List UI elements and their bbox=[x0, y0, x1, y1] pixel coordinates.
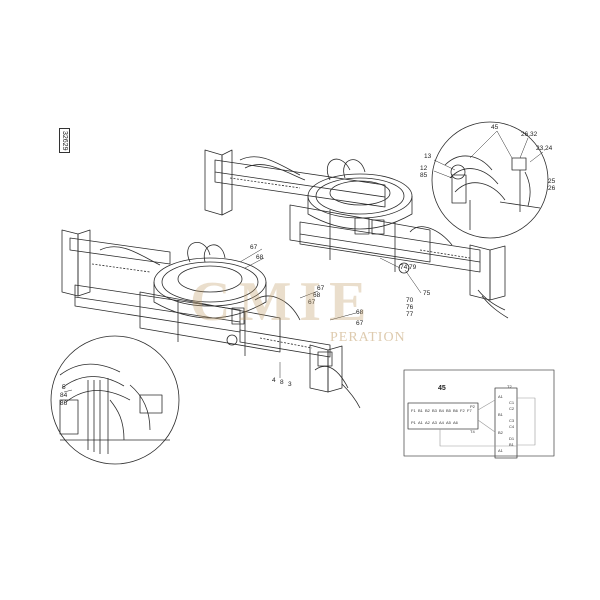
callout-25: 25 bbox=[548, 178, 556, 185]
schematic-label-t2: T2 bbox=[507, 384, 512, 389]
callout-76: 76 bbox=[406, 304, 414, 311]
callout-85-top: 85 bbox=[420, 172, 428, 179]
upper-frame-assembly bbox=[204, 149, 509, 319]
callout-67-d: 67 bbox=[356, 320, 364, 327]
callout-70: 70 bbox=[406, 297, 414, 304]
callout-4: 4 bbox=[272, 377, 276, 384]
callout-77: 77 bbox=[406, 311, 414, 318]
schematic-pin-top: B6 bbox=[453, 408, 458, 413]
schematic-pin-right: C3 bbox=[509, 418, 515, 423]
callout-12: 12 bbox=[420, 165, 428, 172]
drawing-id: 32629 bbox=[59, 128, 70, 154]
schematic-pin-bottom: P1 bbox=[411, 420, 416, 425]
callout-13: 13 bbox=[424, 153, 432, 160]
lower-frame-assembly bbox=[61, 229, 361, 409]
watermark-subtext: PERATION bbox=[330, 330, 406, 345]
schematic-pin-top: F1 bbox=[411, 408, 416, 413]
schematic-panel bbox=[403, 369, 555, 459]
detail-view-top-right bbox=[431, 121, 549, 239]
callout-23-24: 23,24 bbox=[536, 145, 553, 152]
schematic-pin-bottom: A6 bbox=[453, 420, 458, 425]
callout-67-b: 67 bbox=[317, 285, 325, 292]
leader-lines bbox=[63, 130, 544, 393]
detail-view-bottom-left bbox=[50, 335, 180, 465]
callout-84: 84 bbox=[60, 392, 68, 399]
callout-68-a: 68 bbox=[256, 254, 264, 261]
callout-75: 75 bbox=[423, 290, 431, 297]
schematic-pin-top: F7 bbox=[467, 408, 472, 413]
schematic-pin-top: B2 bbox=[425, 408, 430, 413]
schematic-pin-top: B4 bbox=[439, 408, 444, 413]
watermark-logo: CMIE bbox=[190, 271, 375, 333]
callout-5: 5 bbox=[62, 384, 66, 391]
schematic-callout-45: 45 bbox=[438, 385, 446, 392]
callout-86: 86 bbox=[60, 400, 68, 407]
schematic-pin-right: B1 bbox=[498, 412, 503, 417]
schematic-pin-top: B1 bbox=[418, 408, 423, 413]
callout-8: 8 bbox=[280, 379, 284, 386]
schematic-pin-right: A1 bbox=[498, 394, 503, 399]
callout-67-a: 67 bbox=[250, 244, 258, 251]
schematic-pin-right: D1 bbox=[509, 436, 515, 441]
schematic-pin-bottom: A4 bbox=[439, 420, 444, 425]
schematic-pin-right: C1 bbox=[509, 400, 515, 405]
schematic-pin-bottom: A3 bbox=[432, 420, 437, 425]
schematic-pin-top: B3 bbox=[432, 408, 437, 413]
schematic-pin-top: F2 bbox=[460, 408, 465, 413]
callout-67-c: 67 bbox=[308, 299, 316, 306]
callout-26-32: 26,32 bbox=[521, 131, 538, 138]
schematic-pin-bottom: A2 bbox=[425, 420, 430, 425]
schematic-pin-right: B2 bbox=[498, 430, 503, 435]
callout-45-top: 45 bbox=[491, 124, 499, 131]
schematic-pin-t4: T4 bbox=[470, 429, 475, 434]
callout-3: 3 bbox=[288, 381, 292, 388]
schematic-pin-bottom: A5 bbox=[446, 420, 451, 425]
schematic-pin-bottom: A1 bbox=[418, 420, 423, 425]
schematic-pin-top: B5 bbox=[446, 408, 451, 413]
callout-26: 26 bbox=[548, 185, 556, 192]
callout-68-b: 68 bbox=[313, 292, 321, 299]
schematic-pin-right: C4 bbox=[509, 424, 515, 429]
callout-74-79: 74,79 bbox=[400, 264, 417, 271]
schematic-pin-right: C2 bbox=[509, 406, 515, 411]
callout-68-c: 68 bbox=[356, 309, 364, 316]
schematic-pin-p2: P2 bbox=[470, 404, 475, 409]
schematic-pin-right: A1 bbox=[498, 448, 503, 453]
schematic-pin-right: B1 bbox=[509, 442, 514, 447]
